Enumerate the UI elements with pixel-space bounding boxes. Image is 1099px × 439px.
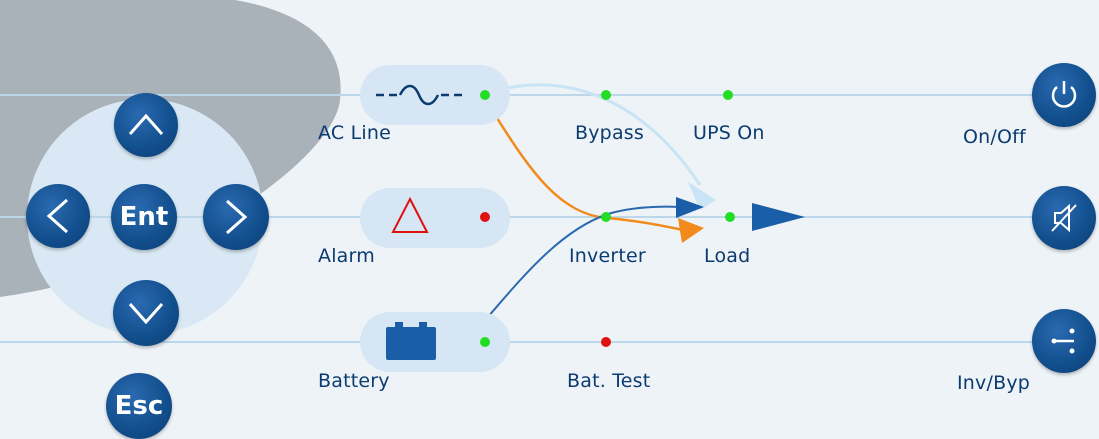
inv-byp-label: Inv/Byp — [957, 372, 1031, 394]
inverter-label: Inverter — [569, 245, 646, 267]
battery-label: Battery — [318, 370, 390, 392]
right-arrow-button[interactable] — [203, 184, 269, 250]
bypass-label: Bypass — [575, 122, 644, 144]
chevron-left-icon — [46, 198, 68, 234]
inverter-arrow — [676, 197, 704, 218]
transfer-switch-icon — [1051, 328, 1075, 354]
battery-indicator — [360, 312, 510, 372]
chevron-up-icon — [128, 113, 164, 135]
load-output-arrow — [752, 203, 805, 231]
bat-test-led — [601, 337, 611, 347]
enter-button[interactable]: Ent — [111, 184, 177, 250]
chevron-right-icon — [226, 199, 248, 235]
ac-line-label: AC Line — [318, 122, 391, 144]
battery-path — [486, 205, 681, 319]
battery-led — [480, 337, 490, 347]
bypass-led — [601, 90, 611, 100]
load-label: Load — [704, 245, 751, 267]
mute-speaker-icon — [1051, 203, 1077, 233]
alarm-label: Alarm — [318, 245, 375, 267]
rectifier-arrow — [678, 218, 704, 243]
on-off-button[interactable] — [1032, 63, 1096, 127]
battery-icon — [386, 322, 436, 360]
enter-button-label: Ent — [119, 202, 169, 232]
sine-wave-icon — [376, 84, 462, 106]
escape-button-label: Esc — [114, 391, 164, 421]
ups-on-led — [723, 90, 733, 100]
mute-button[interactable] — [1032, 186, 1096, 250]
bypass-arrow — [688, 182, 716, 210]
ac-line-led — [480, 90, 490, 100]
inv-byp-button[interactable] — [1032, 309, 1096, 373]
inverter-led — [601, 212, 611, 222]
rectifier-path — [495, 117, 684, 232]
up-arrow-button[interactable] — [114, 93, 178, 157]
left-arrow-button[interactable] — [26, 184, 90, 248]
ac-line-indicator — [360, 65, 510, 125]
down-arrow-button[interactable] — [113, 280, 179, 346]
load-led — [725, 212, 735, 222]
alarm-indicator — [360, 188, 510, 248]
bypass-path — [497, 83, 702, 186]
bat-test-label: Bat. Test — [567, 370, 651, 392]
warning-triangle-icon — [391, 196, 429, 233]
ups-on-label: UPS On — [693, 122, 765, 144]
alarm-led — [480, 212, 490, 222]
chevron-down-icon — [128, 303, 164, 325]
on-off-label: On/Off — [963, 126, 1026, 148]
escape-button[interactable]: Esc — [106, 373, 172, 439]
power-icon — [1051, 81, 1077, 108]
